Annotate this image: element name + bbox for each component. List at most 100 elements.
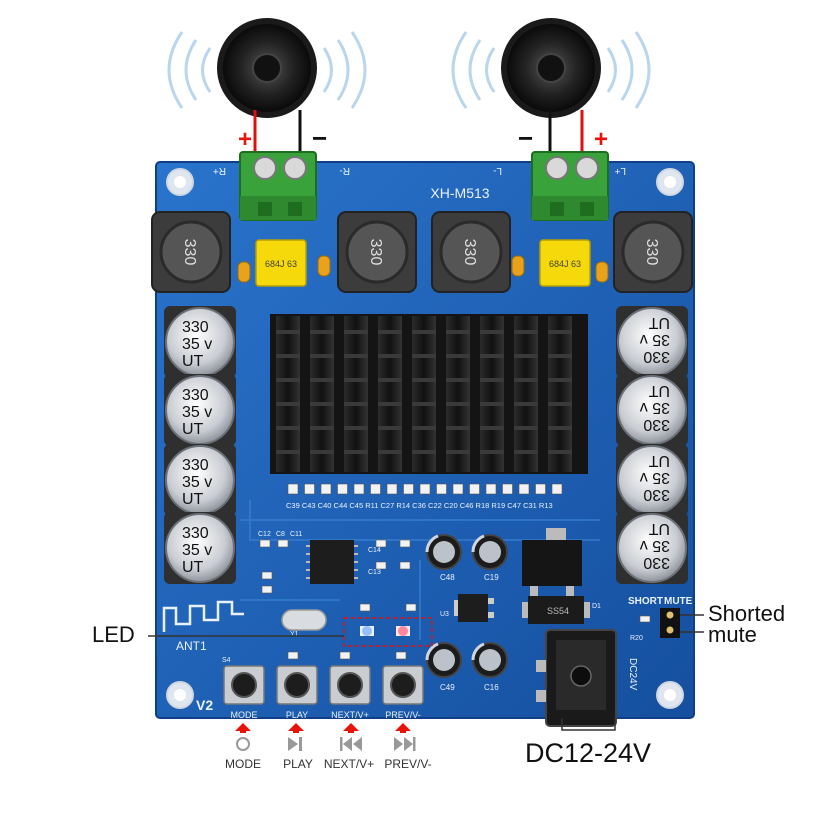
heatsink-ridge bbox=[276, 426, 300, 430]
c12-label: C12 bbox=[258, 531, 271, 538]
smd-part bbox=[535, 483, 546, 495]
mute-callout: mute bbox=[708, 622, 757, 647]
heatsink-fin bbox=[276, 316, 300, 472]
heatsink-ridge bbox=[548, 426, 572, 430]
heatsink-fin bbox=[548, 316, 572, 472]
c11-label: C11 bbox=[290, 531, 302, 538]
red-arrow bbox=[343, 723, 359, 731]
s4-label: S4 bbox=[222, 657, 231, 664]
inductor-4-marking: 330 bbox=[643, 239, 660, 266]
small-electrolytics bbox=[425, 534, 508, 678]
heatsink-ridge bbox=[310, 402, 334, 406]
cap-marking: 35 v bbox=[182, 404, 212, 421]
tactile-button[interactable]: PLAY bbox=[276, 665, 318, 720]
cap-marking: UT bbox=[648, 382, 670, 399]
heatsink-ridge bbox=[412, 426, 436, 430]
cap-marking: 330 bbox=[643, 348, 670, 365]
heatsink-cap-row: C39 C43 C40 C44 C45 R11 C27 R14 C36 C22 … bbox=[286, 501, 553, 510]
cap-marking: 35 v bbox=[182, 336, 212, 353]
model-label: XH-M513 bbox=[430, 185, 489, 201]
u3-label: U3 bbox=[440, 611, 449, 618]
heatsink-ridge bbox=[548, 450, 572, 454]
inductor-4: 330 bbox=[613, 211, 693, 293]
control-label-mode: MODE bbox=[225, 757, 261, 771]
cap-marking: UT bbox=[182, 421, 204, 438]
cap-marking: 35 v bbox=[640, 537, 670, 554]
heatsink-ridge bbox=[446, 426, 470, 430]
heatsink-ridge bbox=[514, 450, 538, 454]
heatsink-ridge bbox=[276, 402, 300, 406]
inductor-3-marking: 330 bbox=[461, 239, 478, 266]
smd-part bbox=[452, 483, 464, 495]
heatsink-ridge bbox=[412, 450, 436, 454]
button-silk-label: NEXT/V+ bbox=[331, 710, 369, 720]
r-plus-silk: R+ bbox=[213, 165, 226, 176]
tactile-button[interactable]: NEXT/V+ bbox=[329, 665, 371, 720]
red-arrow-stem bbox=[240, 730, 246, 733]
left-plus-label: + bbox=[238, 126, 252, 153]
small-tantalum-caps bbox=[237, 255, 609, 283]
heatsink-ridge bbox=[276, 354, 300, 358]
left-minus-label: − bbox=[312, 123, 327, 153]
inductor-2: 330 bbox=[337, 211, 417, 293]
d1-label: D1 bbox=[592, 603, 601, 610]
smd-part bbox=[502, 483, 513, 495]
smd-part bbox=[287, 483, 299, 495]
red-arrow bbox=[288, 723, 304, 731]
heatsink-fin bbox=[480, 316, 504, 472]
cap-marking: UT bbox=[182, 353, 204, 370]
cap-marking: 330 bbox=[643, 416, 670, 433]
heatsink-ridge bbox=[310, 330, 334, 334]
c16-label: C16 bbox=[484, 683, 499, 692]
mute-silk: MUTE bbox=[664, 596, 693, 607]
smd-part bbox=[370, 483, 381, 495]
film-cap-left: 684J 63 bbox=[255, 239, 307, 287]
heatsink-ridge bbox=[548, 402, 572, 406]
cap-marking: 35 v bbox=[182, 474, 212, 491]
inductor-1-marking: 330 bbox=[181, 239, 198, 266]
red-arrow bbox=[235, 723, 251, 731]
c8-label: C8 bbox=[276, 531, 285, 538]
dc-silk: DC24V bbox=[627, 658, 638, 691]
button-silk-label: PREV/V- bbox=[385, 710, 421, 720]
heatsink-ridge bbox=[548, 330, 572, 334]
smd-part bbox=[518, 483, 530, 495]
l-minus-silk: L- bbox=[493, 165, 502, 176]
right-speaker bbox=[451, 18, 651, 118]
terminal-right-channel bbox=[239, 151, 317, 221]
heatsink-ridge bbox=[344, 378, 368, 382]
right-minus-label: − bbox=[518, 123, 533, 153]
small-electrolytic bbox=[425, 642, 462, 678]
heatsink-ridge bbox=[480, 426, 504, 430]
l-plus-silk: L+ bbox=[614, 165, 626, 176]
heatsink-ridge bbox=[310, 354, 334, 358]
version-label: V2 bbox=[196, 697, 213, 713]
heatsink-ridge bbox=[514, 402, 538, 406]
play-pause-icon bbox=[288, 737, 302, 751]
heatsink-ridge bbox=[446, 330, 470, 334]
crystal bbox=[281, 609, 327, 631]
heatsink-ridge bbox=[548, 378, 572, 382]
heatsink-ridge bbox=[514, 426, 538, 430]
control-label-next: NEXT/V+ bbox=[323, 757, 375, 771]
tactile-button[interactable]: PREV/V- bbox=[382, 665, 424, 720]
cap-marking: UT bbox=[182, 491, 204, 508]
small-electrolytic bbox=[471, 534, 508, 570]
cap-marking: 330 bbox=[643, 486, 670, 503]
shorted-silk: SHORT bbox=[628, 596, 663, 607]
heatsink bbox=[270, 314, 588, 474]
red-arrow bbox=[395, 723, 411, 731]
smd-part bbox=[436, 483, 447, 495]
c19-label: C19 bbox=[484, 573, 499, 582]
small-electrolytic bbox=[471, 642, 508, 678]
tactile-button[interactable]: MODE bbox=[223, 665, 265, 720]
cap-marking: 330 bbox=[643, 554, 670, 571]
heatsink-ridge bbox=[344, 402, 368, 406]
smd-part bbox=[551, 483, 563, 495]
rewind-icon bbox=[340, 737, 362, 751]
